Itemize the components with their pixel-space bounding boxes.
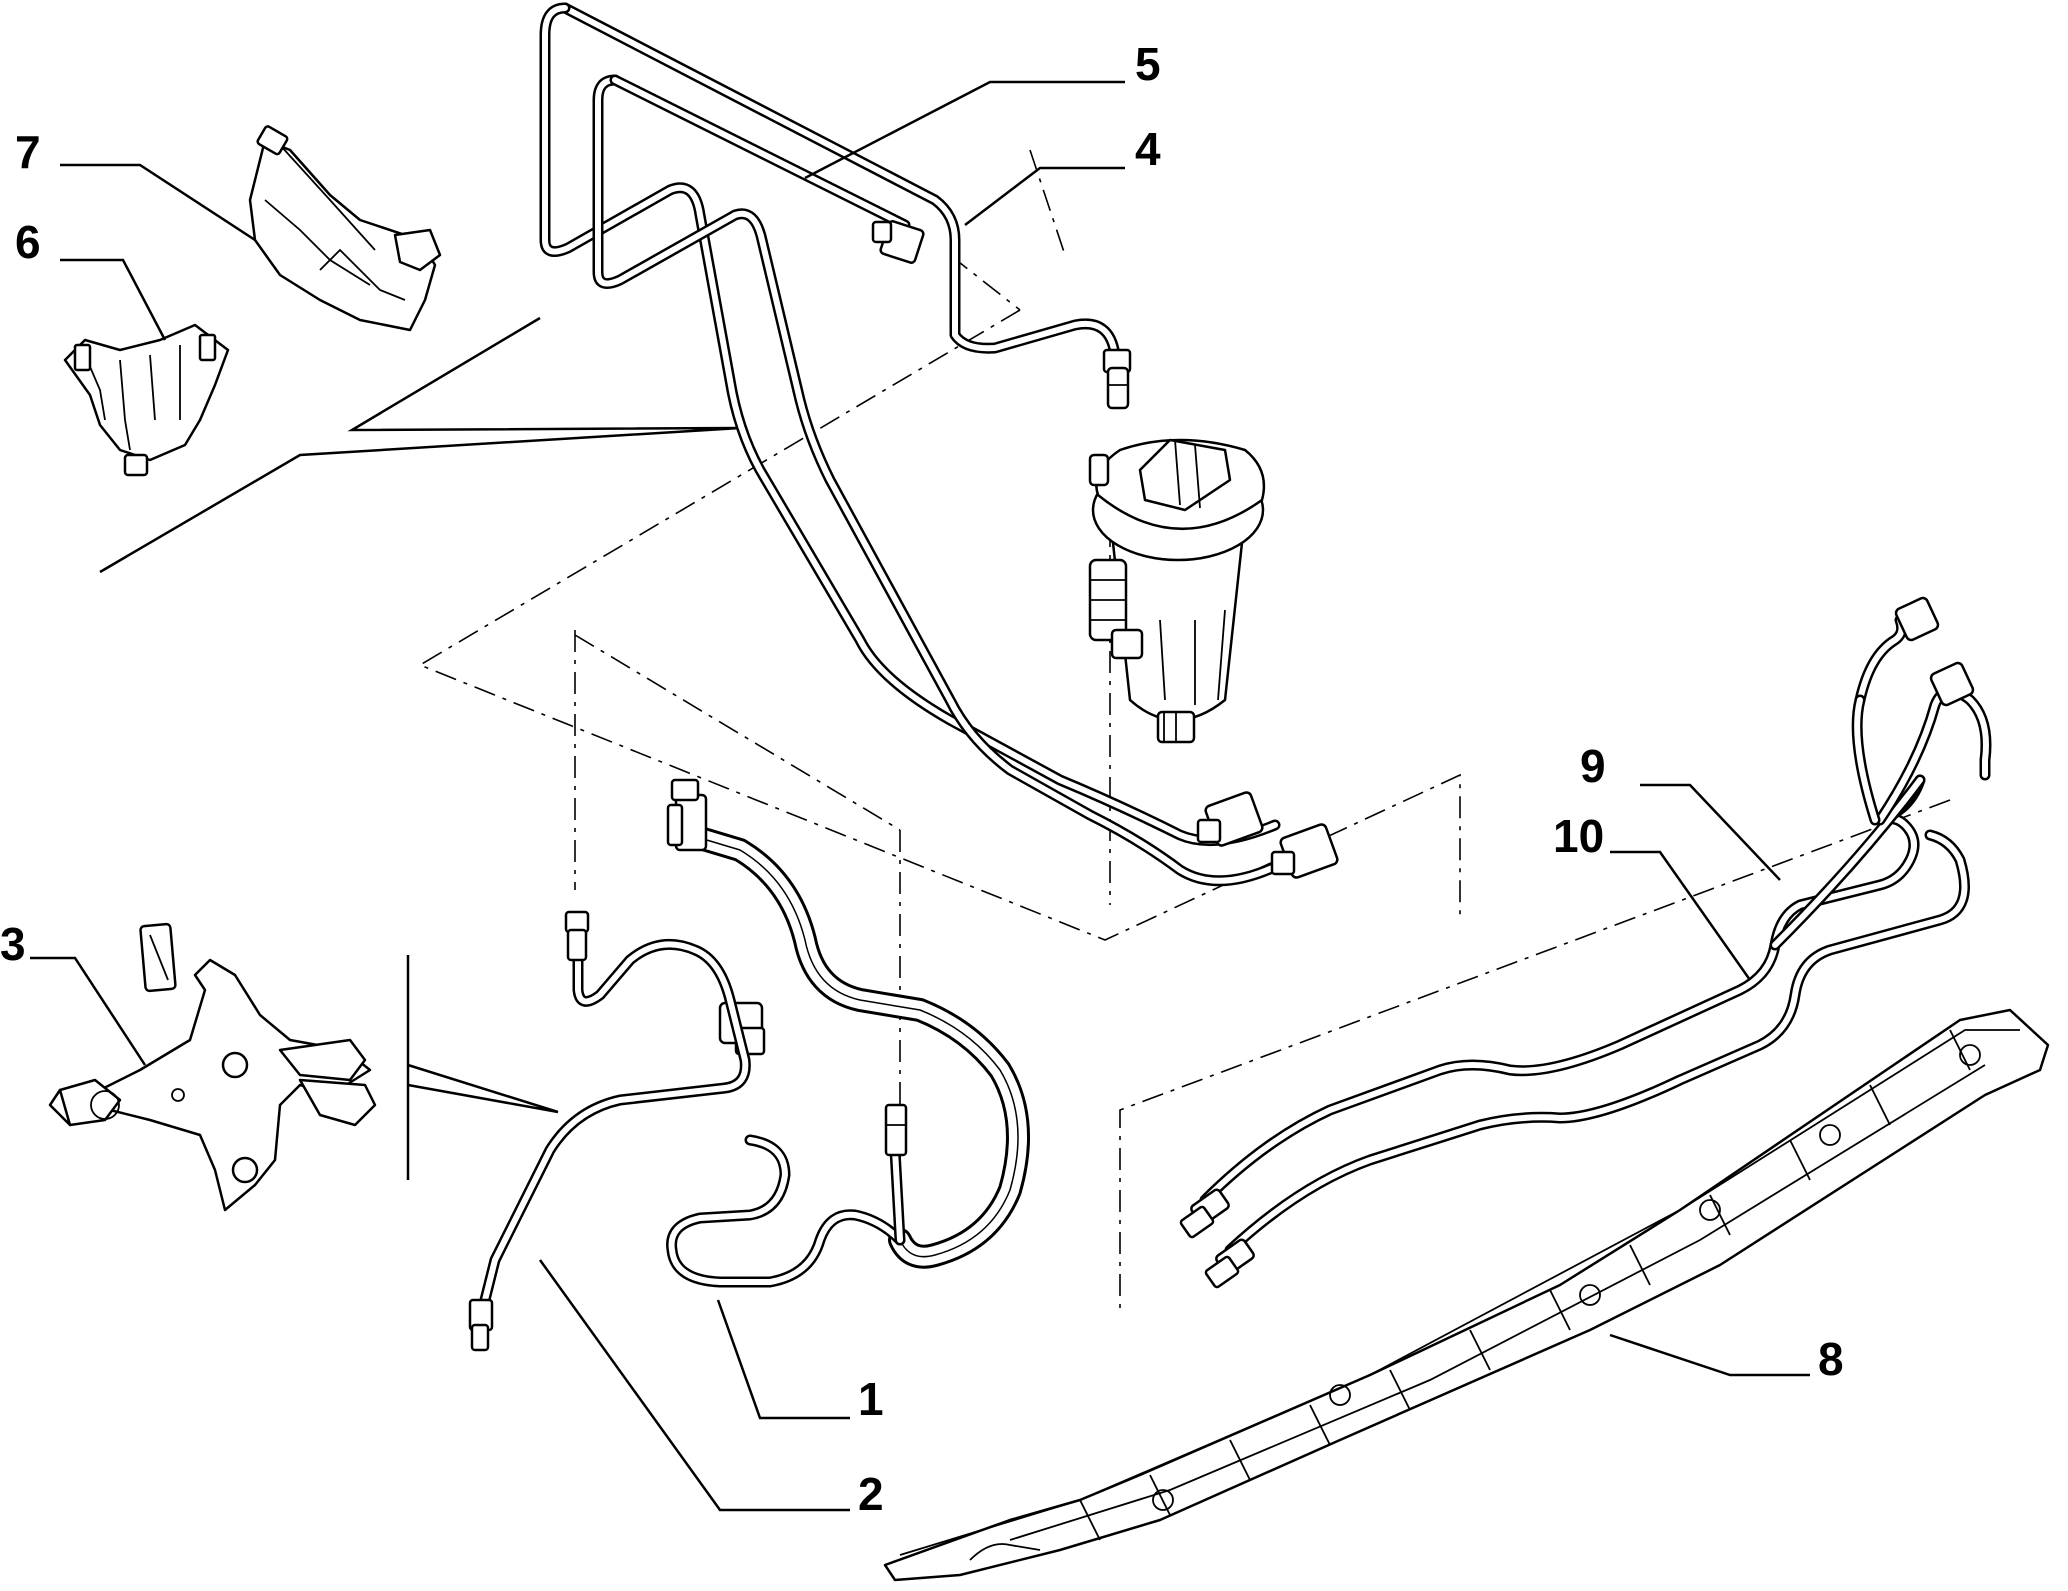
callout-labels: 1 2 3 4 5 6 7 8 9 10 [0, 38, 1844, 1520]
line-connector-lower-1 [1196, 791, 1264, 847]
callout-label-1: 1 [858, 1373, 884, 1425]
line-5-connector [871, 220, 925, 264]
fuel-line-2 [468, 910, 751, 1352]
callout-leaders [30, 80, 1810, 1512]
callout-label-9: 9 [1580, 740, 1606, 792]
underbody-shield-8 [883, 1008, 2050, 1582]
bracket-3 [48, 922, 377, 1212]
clip-6 [63, 323, 230, 477]
fuel-line-4 [539, 2, 1281, 847]
fuel-line-5 [592, 74, 1291, 887]
callout-label-5: 5 [1135, 38, 1161, 90]
fuel-filter [1088, 438, 1266, 744]
callout-label-7: 7 [15, 126, 41, 178]
fuel-line-10 [1224, 829, 1970, 1256]
fuel-line-1 [666, 778, 1030, 1288]
line-4-nozzle [1102, 348, 1132, 410]
callout-label-4: 4 [1135, 123, 1161, 175]
callout-label-10: 10 [1553, 810, 1604, 862]
callout-label-2: 2 [858, 1468, 884, 1520]
clip-7 [248, 125, 442, 332]
callout-label-6: 6 [15, 216, 41, 268]
callout-label-3: 3 [0, 918, 26, 970]
callout-label-8: 8 [1818, 1333, 1844, 1385]
line-9-10-connectors [1179, 596, 1975, 1289]
line-connector-lower-2 [1270, 823, 1339, 879]
